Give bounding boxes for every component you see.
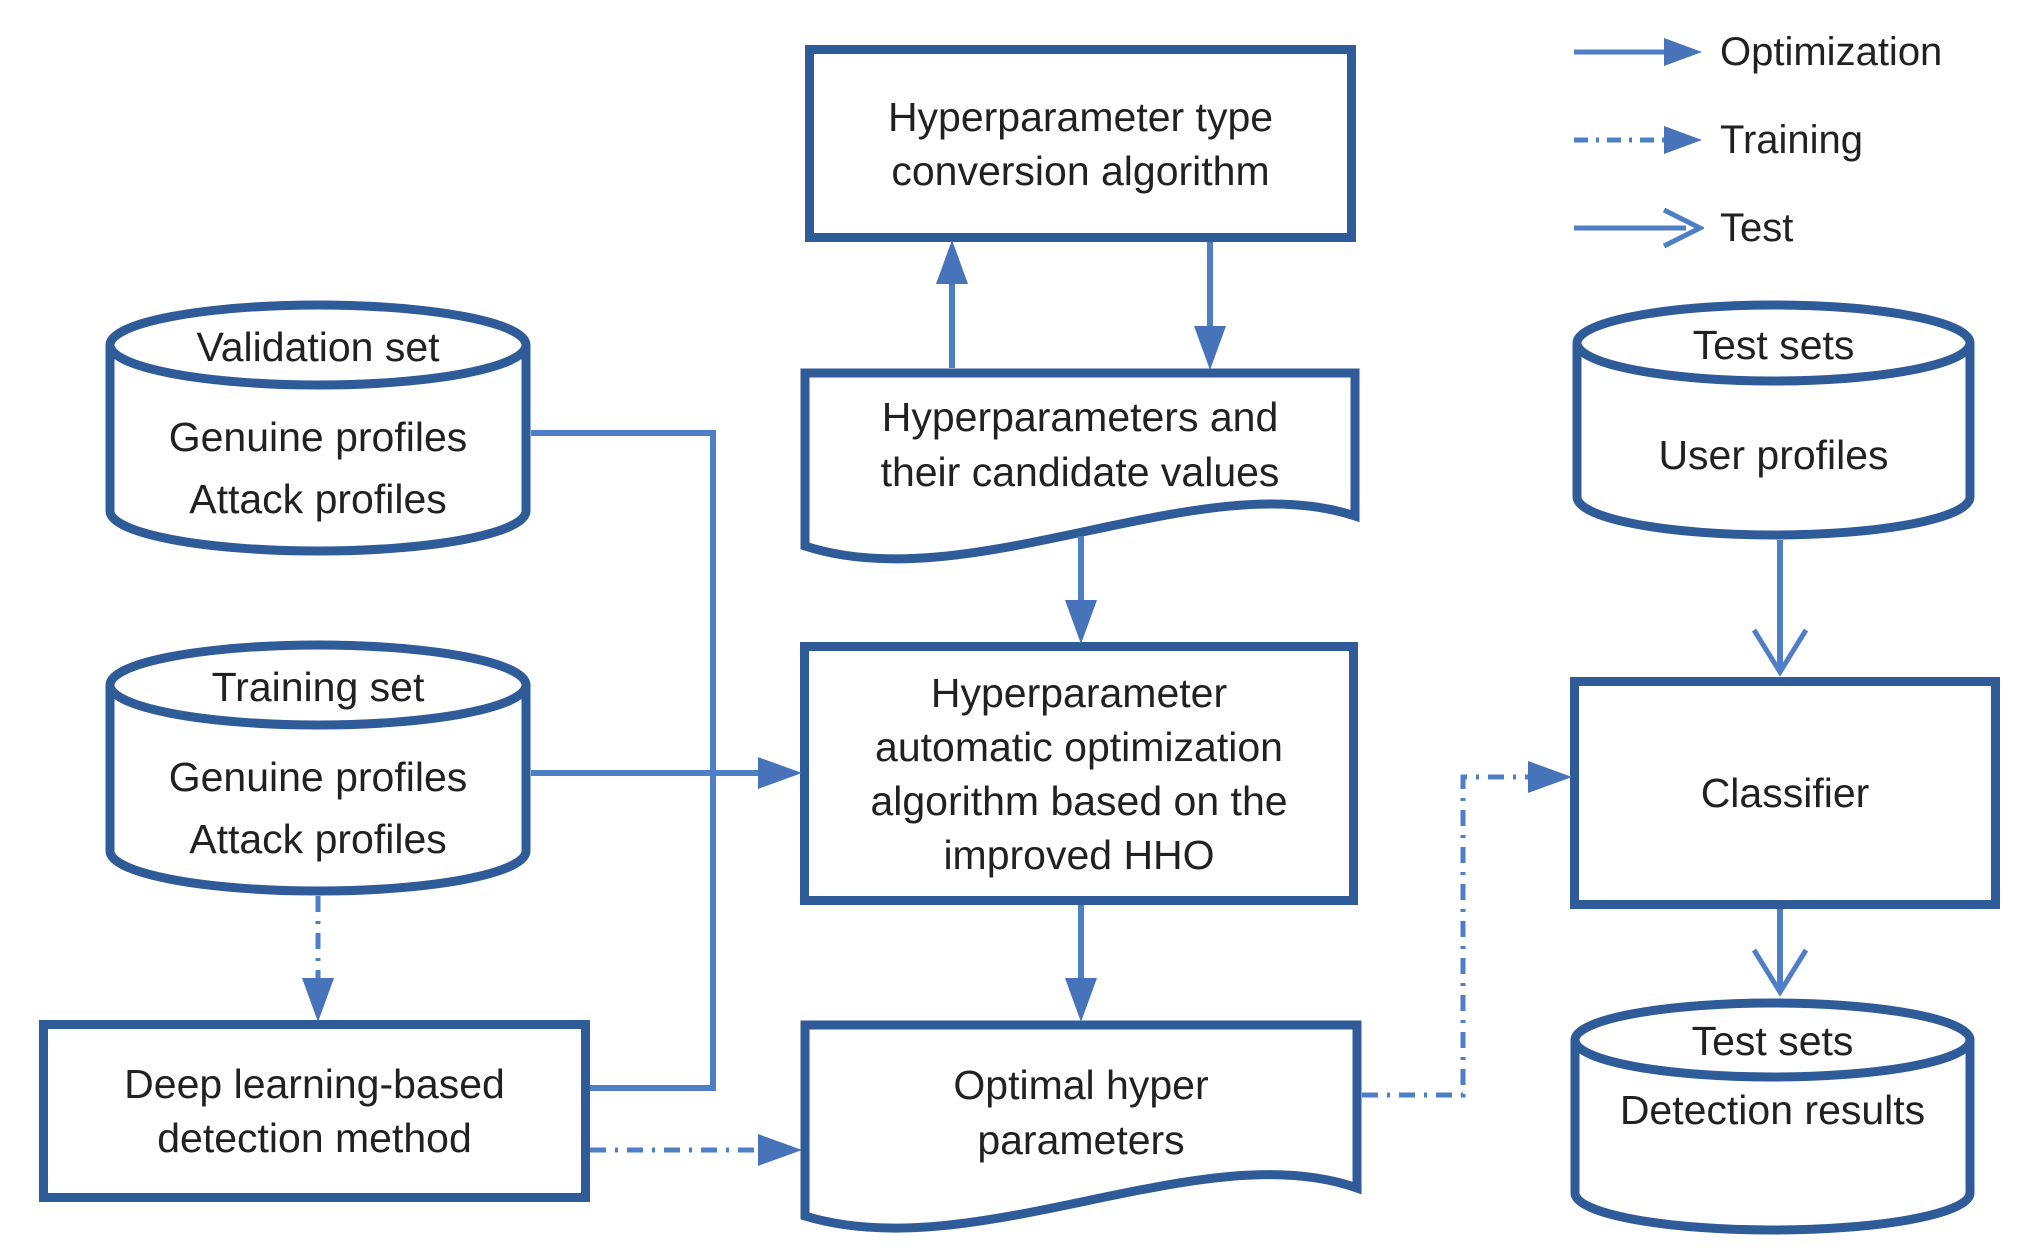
node-text: Hyperparameter type bbox=[887, 93, 1274, 140]
optimal-doc: Optimal hyper parameters bbox=[800, 1020, 1362, 1252]
node-text: Hyperparameter bbox=[930, 669, 1228, 716]
cylinder-title: Test sets bbox=[1692, 322, 1855, 368]
cylinder-title: Training set bbox=[211, 664, 425, 710]
cylinder-shape bbox=[105, 300, 531, 556]
node-text: Deep learning-based bbox=[124, 1061, 505, 1107]
node-text: detection method bbox=[157, 1115, 472, 1161]
cylinder-title: Test sets bbox=[1691, 1018, 1854, 1064]
connector-validation-join bbox=[531, 430, 716, 1091]
node-text: Genuine profiles bbox=[168, 754, 468, 800]
connector-training-to-deep bbox=[302, 896, 334, 1022]
legend-item-training: Training bbox=[1572, 118, 1863, 162]
node-text: algorithm based on the bbox=[870, 777, 1288, 824]
node-text: Attack profiles bbox=[189, 816, 447, 862]
candidates-doc: Hyperparameters and their candidate valu… bbox=[800, 368, 1360, 583]
dash-dot-filled-arrow-icon bbox=[1574, 126, 1702, 154]
connector-deep-to-optimal bbox=[590, 1134, 802, 1166]
legend-label: Training bbox=[1720, 118, 1864, 162]
legend-item-optimization: Optimization bbox=[1572, 30, 1942, 74]
detection-results-cylinder: Test sets Detection results bbox=[1570, 998, 1975, 1235]
node-text: improved HHO bbox=[943, 831, 1215, 878]
connector-classifier-to-results bbox=[1751, 909, 1809, 997]
node-text: Detection results bbox=[1619, 1087, 1926, 1133]
hho-box: Hyperparameter automatic optimization al… bbox=[800, 642, 1358, 905]
cylinder-shape bbox=[105, 640, 531, 896]
node-text: Genuine profiles bbox=[168, 414, 468, 460]
node-text: their candidate values bbox=[880, 449, 1280, 495]
node-text: User profiles bbox=[1658, 432, 1889, 478]
node-text: Classifier bbox=[1700, 770, 1870, 816]
connector-candidates-to-conversion bbox=[936, 240, 968, 368]
cylinder-shape bbox=[1570, 998, 1975, 1235]
node-text: automatic optimization bbox=[875, 723, 1283, 770]
connector-conversion-to-candidates bbox=[1194, 242, 1226, 370]
connector-training-to-hho bbox=[531, 757, 802, 789]
type-conversion-box: Hyperparameter type conversion algorithm bbox=[805, 45, 1356, 242]
legend-label: Test bbox=[1720, 206, 1794, 250]
classifier-box: Classifier bbox=[1570, 677, 2000, 909]
document-shape bbox=[800, 368, 1360, 564]
node-text: Optimal hyper bbox=[953, 1062, 1209, 1108]
document-shape bbox=[800, 1020, 1362, 1233]
validation-set-cylinder: Validation set Genuine profiles Attack p… bbox=[105, 300, 531, 556]
node-text: parameters bbox=[977, 1117, 1185, 1163]
connector-testsets-to-classifier bbox=[1751, 540, 1809, 677]
solid-filled-arrow-icon bbox=[1574, 38, 1702, 66]
open-arrow-icon bbox=[1574, 207, 1704, 249]
legend-item-test: Test bbox=[1572, 206, 1793, 250]
connector-hho-to-optimal bbox=[1065, 905, 1097, 1022]
deep-learning-box: Deep learning-based detection method bbox=[39, 1020, 590, 1202]
cylinder-shape bbox=[1572, 300, 1975, 540]
node-text: Attack profiles bbox=[189, 476, 447, 522]
test-sets-cylinder: Test sets User profiles bbox=[1572, 300, 1975, 540]
training-set-cylinder: Training set Genuine profiles Attack pro… bbox=[105, 640, 531, 896]
cylinder-title: Validation set bbox=[196, 324, 440, 370]
legend-label: Optimization bbox=[1720, 30, 1943, 74]
node-text: Hyperparameters and bbox=[881, 394, 1279, 440]
node-text: conversion algorithm bbox=[891, 147, 1270, 194]
connector-optimal-to-classifier bbox=[1362, 761, 1572, 1098]
